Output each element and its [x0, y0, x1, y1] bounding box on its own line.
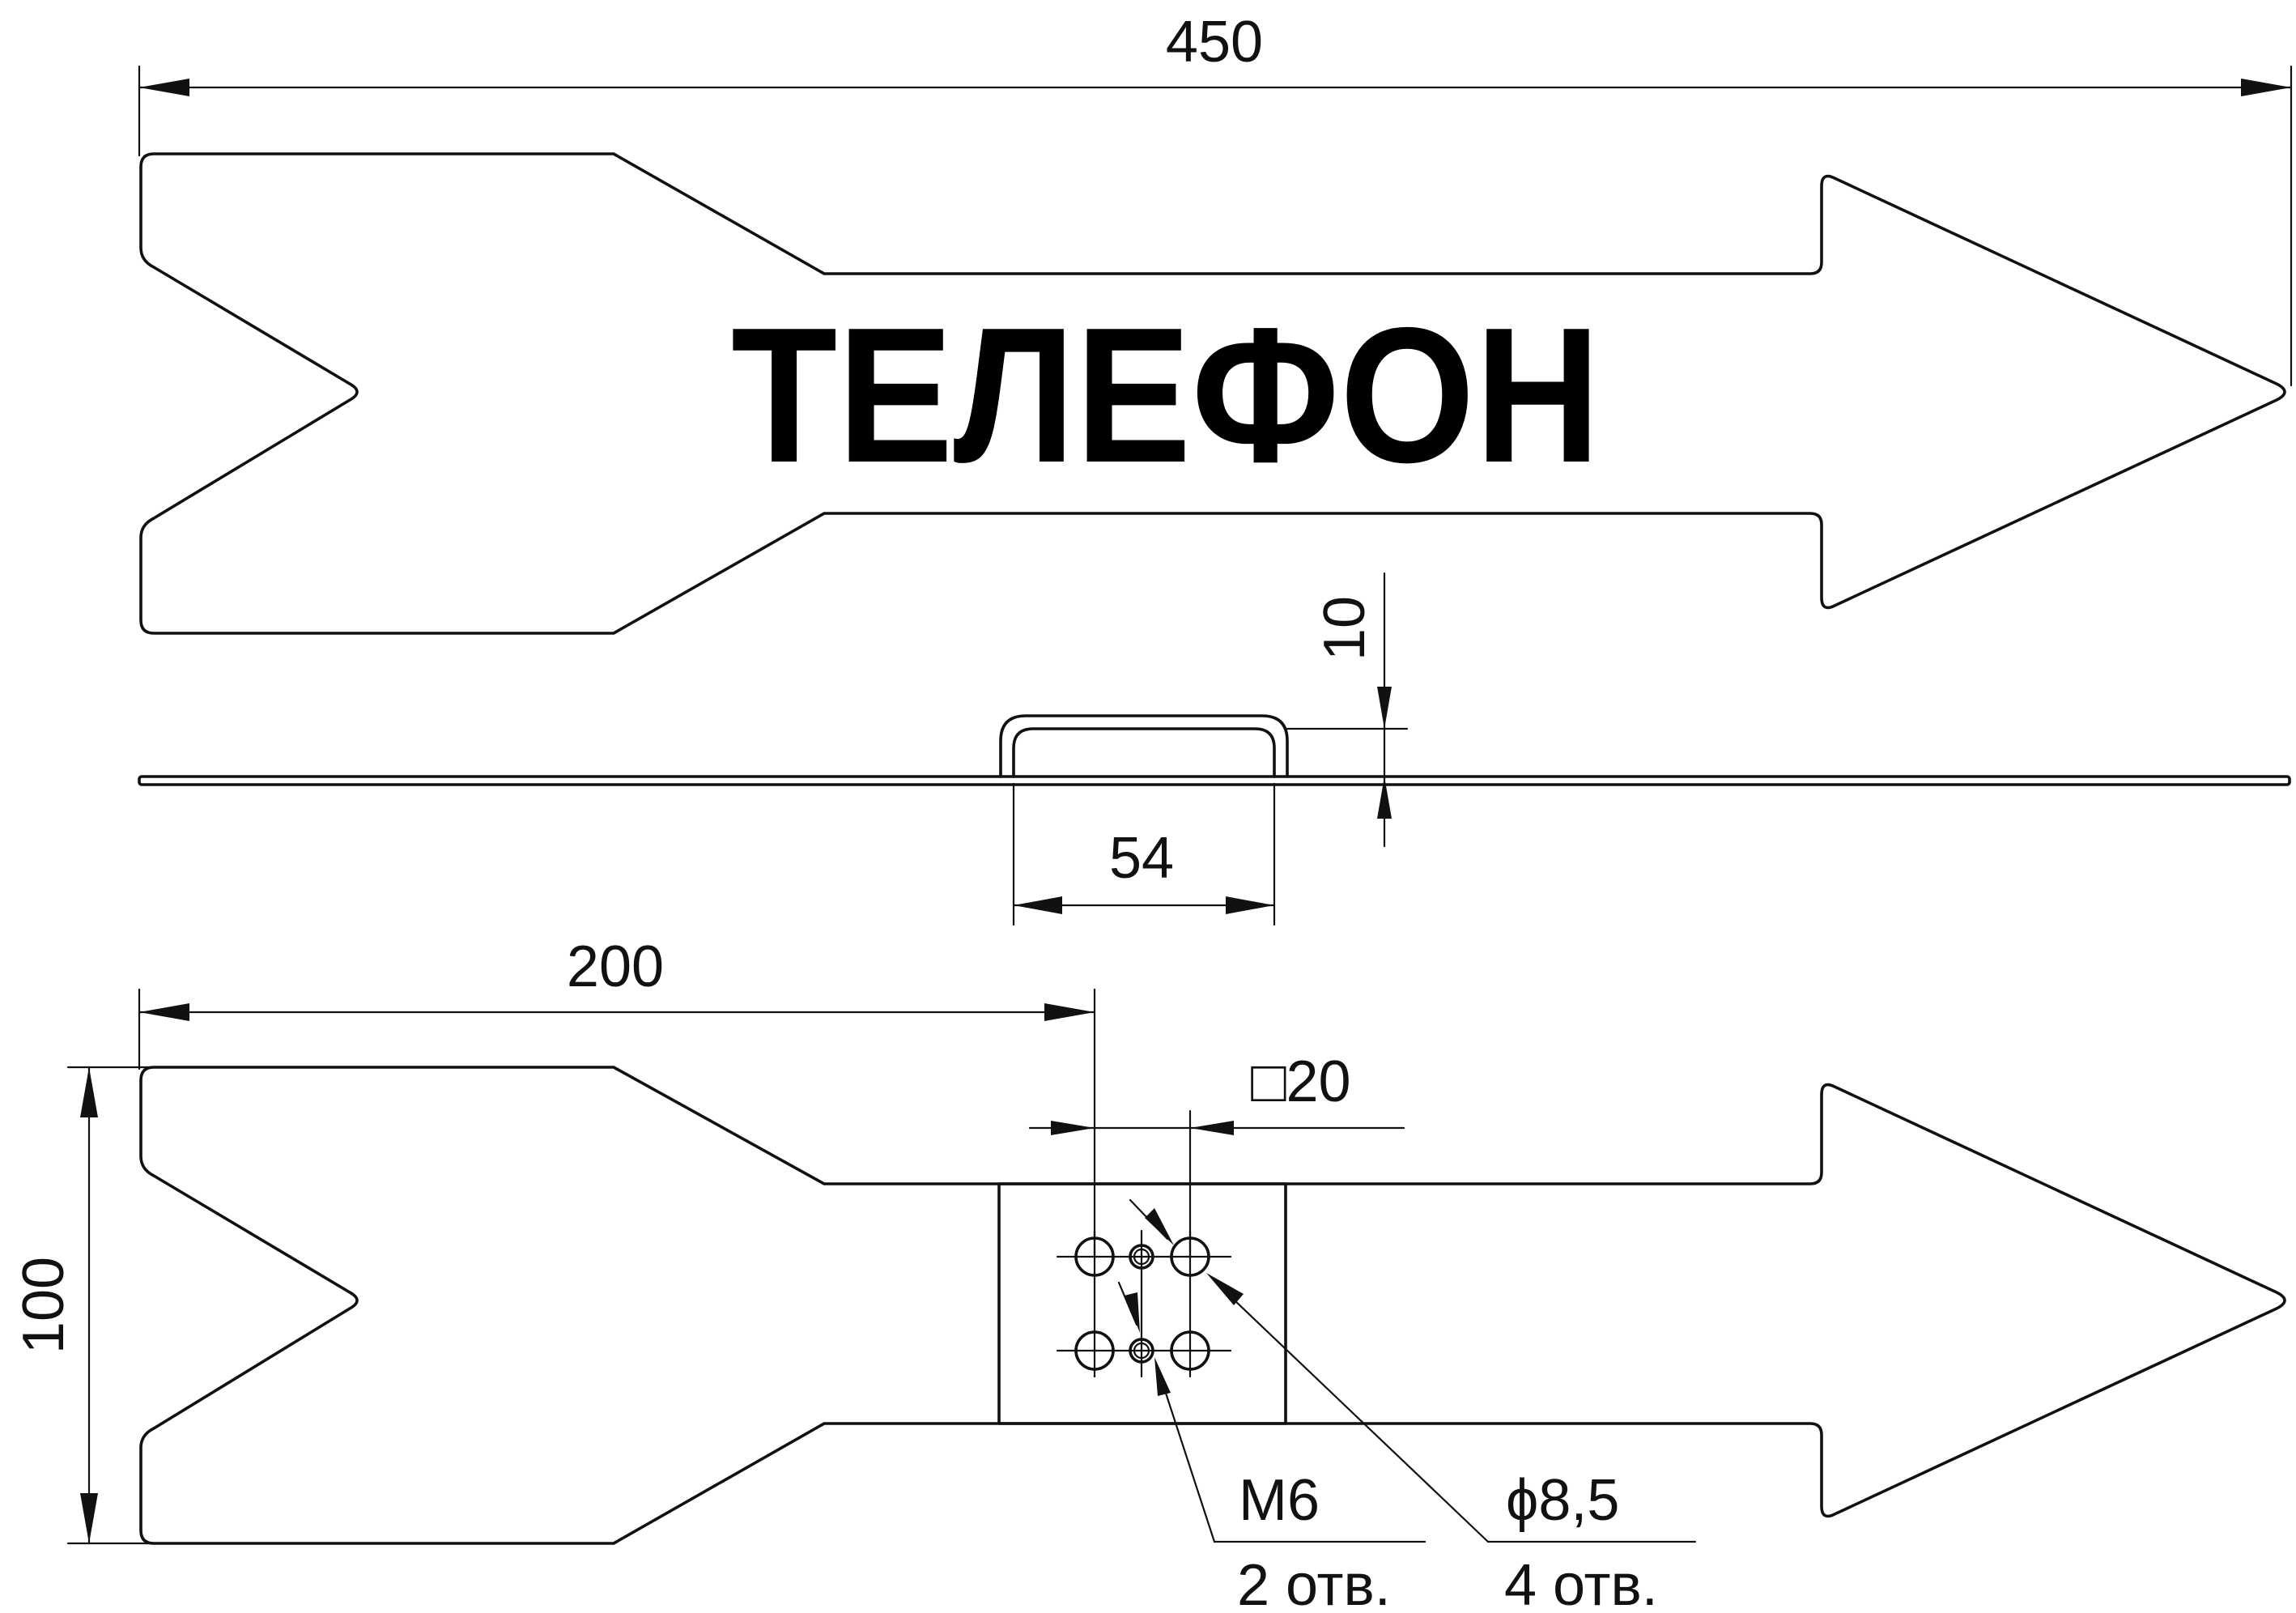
callout-hole-count: 4 отв.	[1504, 1553, 1658, 1613]
threaded-hole	[1129, 1244, 1154, 1270]
callout-thread-label: M6	[1239, 1468, 1320, 1533]
back-arrow-outline	[139, 1066, 2286, 1545]
mounting-bracket	[999, 714, 1289, 778]
front-arrow-outline	[139, 152, 2286, 635]
threaded-hole	[1133, 1342, 1150, 1360]
side-view	[138, 714, 2291, 786]
dimension-bracket-height: 10	[1286, 572, 1409, 848]
threaded-hole	[1129, 1338, 1154, 1364]
threaded-hole	[1133, 1248, 1150, 1266]
callout-thread-count: 2 отв.	[1237, 1553, 1391, 1613]
hole	[1170, 1330, 1210, 1371]
hole	[1074, 1330, 1115, 1371]
dimension-bracket-width-value: 54	[1109, 826, 1174, 891]
back-view	[139, 1066, 2286, 1545]
dimension-overall-height: 100	[11, 1066, 155, 1545]
sign-text: ТЕЛЕФОН	[731, 288, 1601, 503]
dimension-overall-length-value: 450	[1166, 10, 1263, 74]
mounting-plate	[997, 1182, 1287, 1425]
side-plate	[138, 775, 2291, 786]
dimension-bracket-width: 54	[1012, 782, 1276, 926]
dimension-mount-square-value: □20	[1251, 1049, 1351, 1114]
callout-hole-label: ϕ8,5	[1506, 1468, 1619, 1533]
callout-hole: ϕ8,5 4 отв.	[1129, 1198, 1697, 1613]
dimension-bracket-height-value: 10	[1312, 596, 1377, 661]
callout-thread: M6 2 отв.	[1117, 1281, 1426, 1613]
dimension-mount-offset: 200	[138, 934, 1096, 1258]
dimension-overall-length: 450	[138, 10, 2293, 387]
dimension-overall-height-value: 100	[11, 1257, 76, 1354]
dimension-mount-offset-value: 200	[567, 934, 664, 999]
front-view: ТЕЛЕФОН	[139, 152, 2286, 635]
dimension-mount-square: □20	[1028, 1049, 1405, 1258]
